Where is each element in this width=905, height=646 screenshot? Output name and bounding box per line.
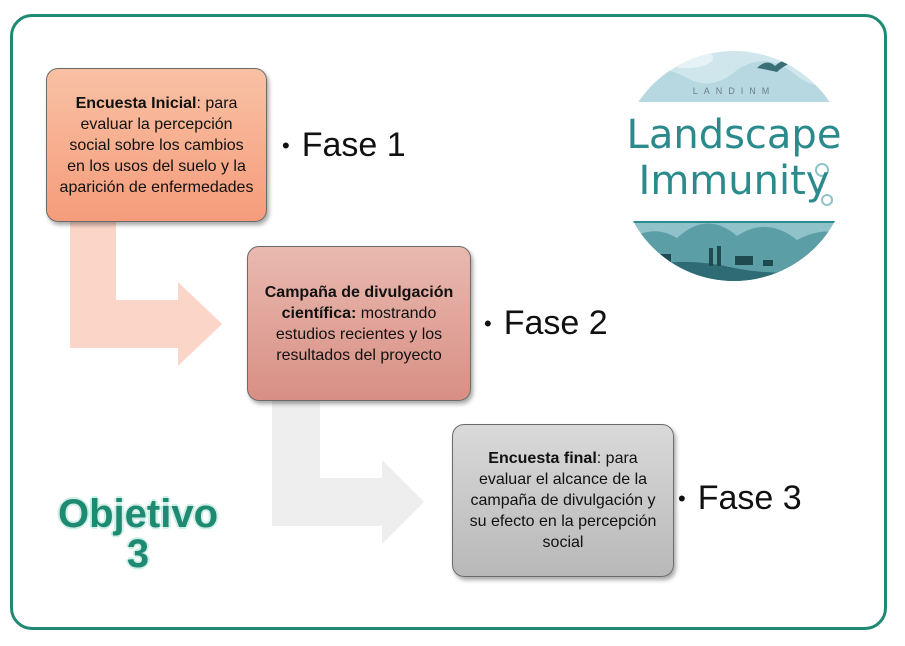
bird-icon xyxy=(757,60,793,72)
logo-caption: LANDINM xyxy=(692,86,776,96)
objective-line-1: Objetivo xyxy=(57,492,219,536)
phase-2-text: Fase 2 xyxy=(503,304,608,342)
logo-wordmark: Landscape Immunity xyxy=(617,112,851,204)
step-2-text: mostrando estudios recientes y los resul… xyxy=(275,304,443,364)
phase-3-text: Fase 3 xyxy=(697,479,802,517)
step-box-3: Encuesta final: para evaluar el alcance … xyxy=(452,424,674,577)
outer-frame xyxy=(10,14,887,630)
virus-icon xyxy=(815,163,833,206)
phase-2-label: • Fase 2 xyxy=(484,304,608,343)
arrow-step1-to-step2 xyxy=(70,222,222,366)
phase-1-label: • Fase 1 xyxy=(282,126,406,165)
landscape-immunity-logo xyxy=(619,51,849,281)
step-box-2: Campaña de divulgación científica: mostr… xyxy=(247,246,471,401)
phase-1-text: Fase 1 xyxy=(301,126,406,164)
step-3-title: Encuesta final xyxy=(488,450,597,467)
step-1-text: : para evaluar la percepción social sobr… xyxy=(59,94,254,196)
bullet-icon: • xyxy=(484,310,492,336)
arrow-step2-to-step3 xyxy=(272,401,424,544)
objective-line-2: 3 xyxy=(126,532,150,576)
phase-3-label: • Fase 3 xyxy=(678,479,802,518)
bullet-icon: • xyxy=(282,132,290,158)
logo-line-2: Immunity xyxy=(638,158,830,204)
step-1-title: Encuesta Inicial xyxy=(75,94,197,112)
step-3-text: : para evaluar el alcance de la campaña … xyxy=(469,450,657,551)
logo-line-1: Landscape xyxy=(626,112,842,158)
bullet-icon: • xyxy=(678,485,686,511)
step-box-1: Encuesta Inicial: para evaluar la percep… xyxy=(46,68,267,222)
objective-title: Objetivo 3 xyxy=(38,494,238,574)
step-2-title: Campaña de divulgación científica: xyxy=(264,283,454,322)
